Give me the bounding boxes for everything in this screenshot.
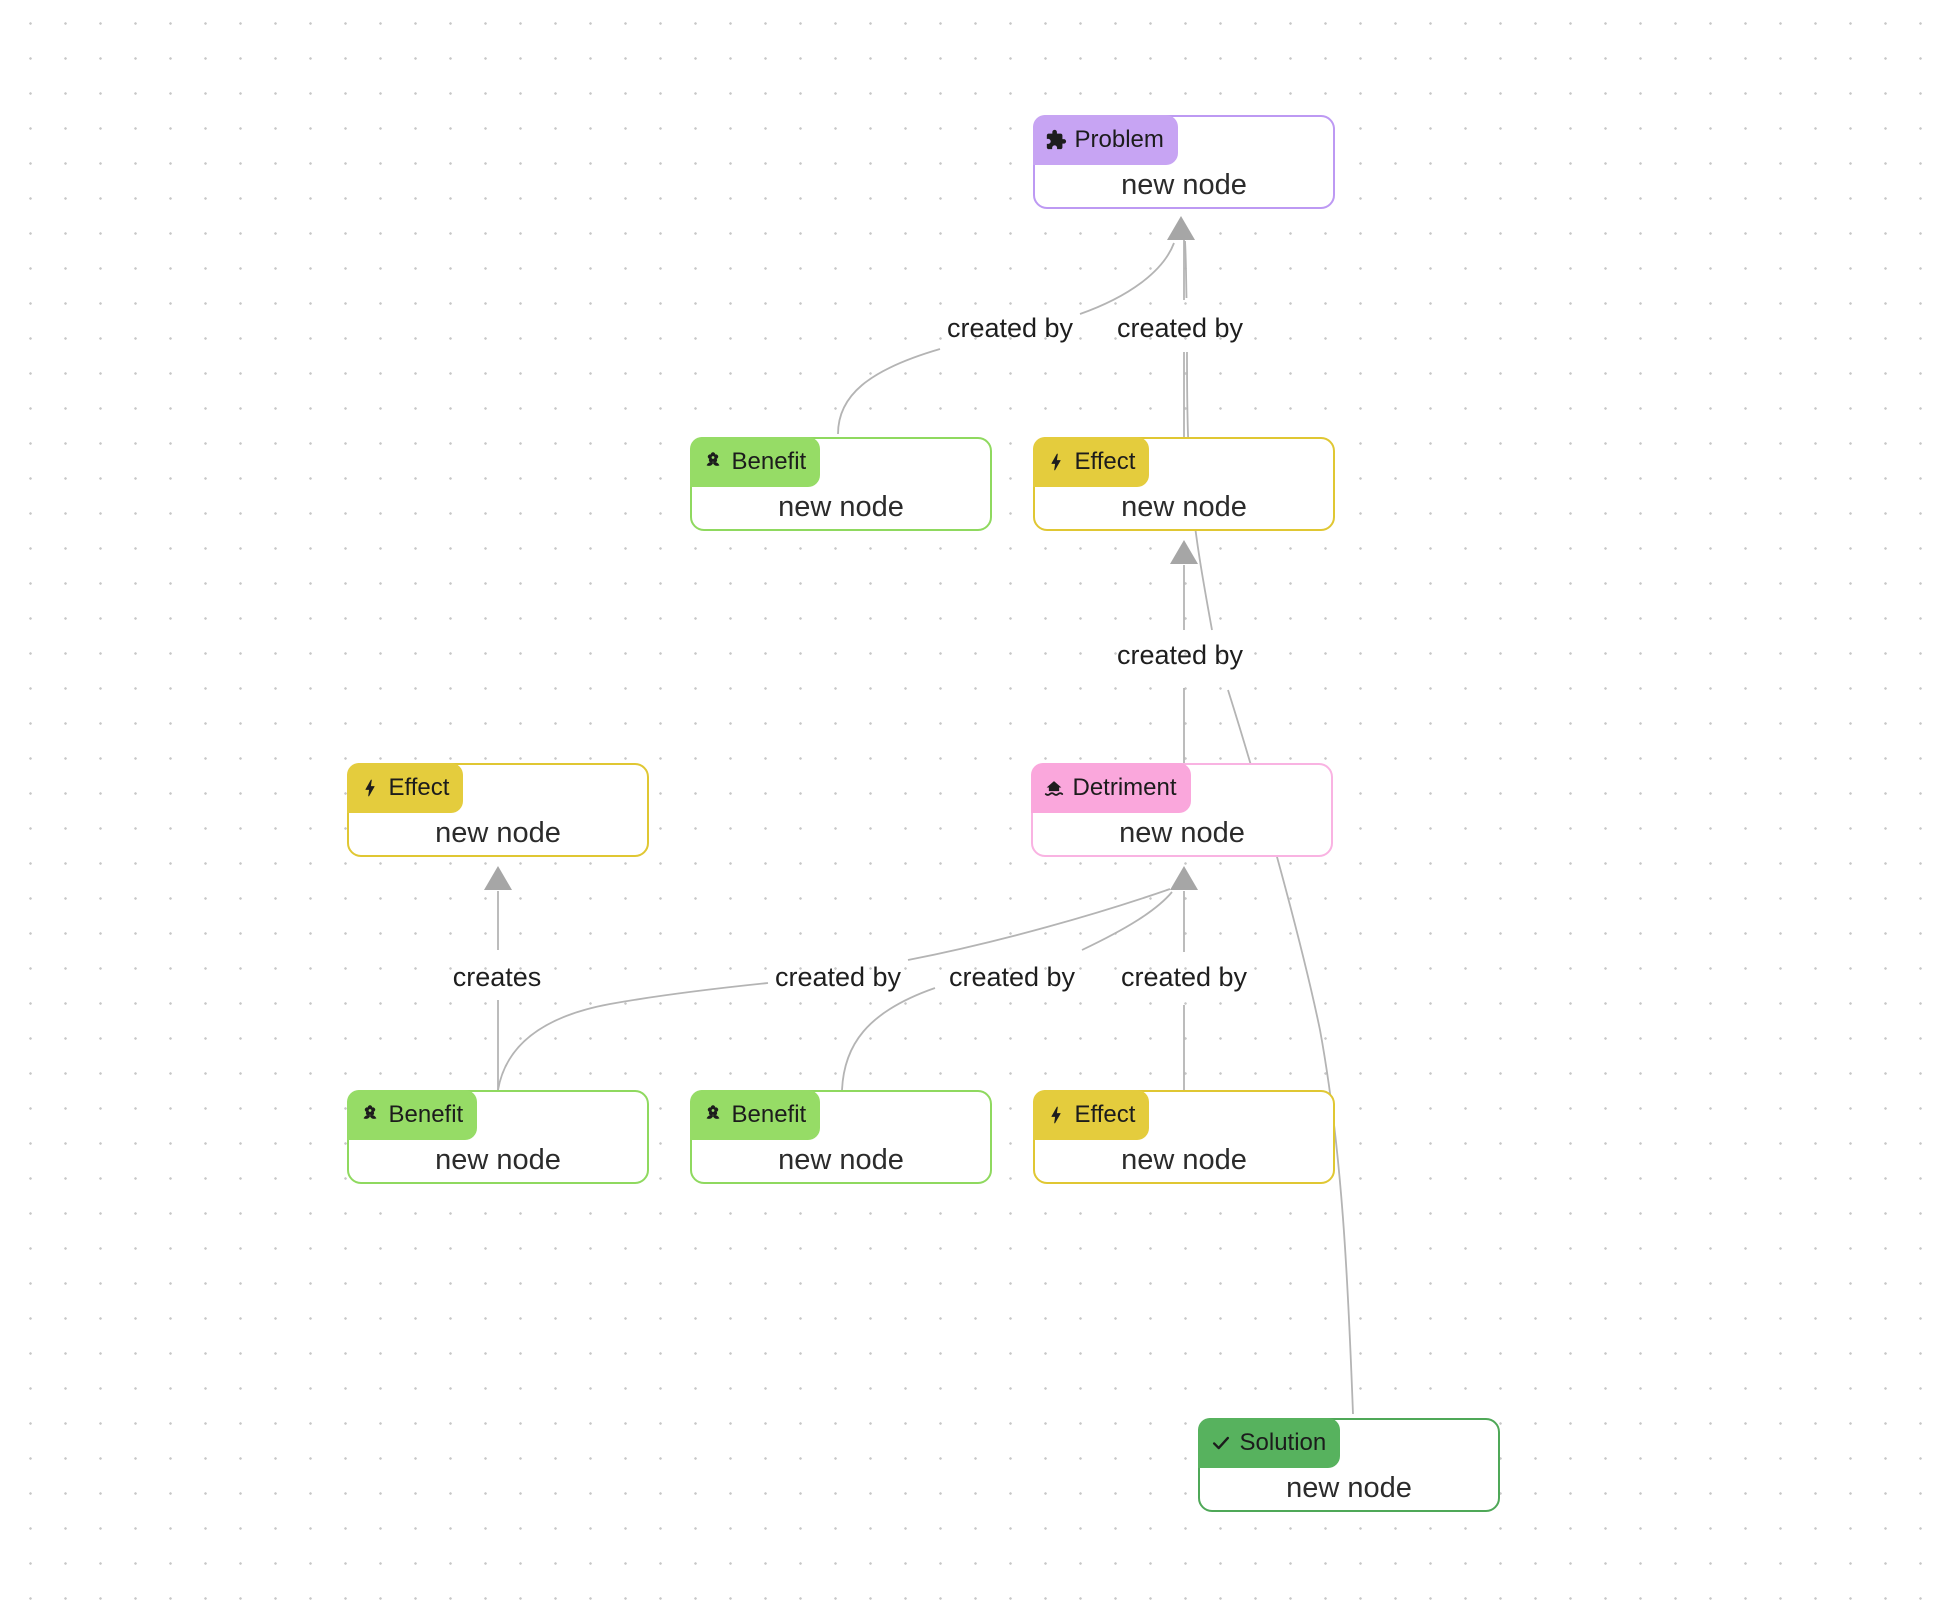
bolt-icon [359, 777, 381, 799]
node-title[interactable]: new node [435, 1143, 561, 1176]
arrowhead-into-effect-left [484, 866, 512, 890]
node-type-badge[interactable]: Benefit [689, 436, 821, 487]
node-type-badge[interactable]: Effect [1032, 1089, 1150, 1140]
edge-label[interactable]: created by [946, 312, 1074, 343]
badge-label: Benefit [731, 1100, 807, 1128]
edge-benefit-bottom-mid-to-detriment[interactable] [841, 891, 1173, 1091]
node-title[interactable]: new node [1286, 1471, 1412, 1504]
puzzle-icon [1045, 129, 1067, 151]
node-benefit-top[interactable]: Benefit new node [689, 436, 992, 531]
node-type-badge[interactable]: Problem [1032, 114, 1178, 165]
flood-icon [1043, 777, 1065, 799]
node-effect-bottom[interactable]: Effect new node [1032, 1089, 1335, 1184]
edge-label[interactable]: creates [452, 961, 542, 992]
node-detriment[interactable]: Detriment new node [1030, 762, 1333, 857]
node-benefit-bottom-mid[interactable]: Benefit new node [689, 1089, 992, 1184]
node-effect-left[interactable]: Effect new node [346, 762, 649, 857]
arrowhead-into-problem [1167, 216, 1195, 240]
badge-label: Benefit [388, 1100, 464, 1128]
edge-label[interactable]: created by [774, 961, 902, 992]
badge-label: Effect [1074, 447, 1136, 475]
node-title[interactable]: new node [1121, 490, 1247, 523]
edge-benefit-top-to-problem[interactable] [837, 242, 1175, 435]
node-title[interactable]: new node [1119, 816, 1245, 849]
node-title[interactable]: new node [1121, 168, 1247, 201]
arrowhead-into-detriment [1170, 866, 1198, 890]
node-type-badge[interactable]: Effect [1032, 436, 1150, 487]
node-title[interactable]: new node [778, 1143, 904, 1176]
badge-label: Solution [1239, 1428, 1327, 1456]
arrowhead-into-effect-top [1170, 540, 1198, 564]
badge-label: Effect [1074, 1100, 1136, 1128]
edge-label[interactable]: created by [1116, 312, 1244, 343]
check-icon [1210, 1432, 1232, 1454]
node-title[interactable]: new node [435, 816, 561, 849]
node-type-badge[interactable]: Solution [1197, 1417, 1341, 1468]
badge-label: Effect [388, 773, 450, 801]
node-type-badge[interactable]: Effect [346, 762, 464, 813]
badge-label: Problem [1074, 125, 1164, 153]
edge-benefit-bottom-left-to-detriment[interactable] [497, 888, 1171, 1091]
node-type-badge[interactable]: Detriment [1030, 762, 1191, 813]
bolt-icon [1045, 451, 1067, 473]
node-title[interactable]: new node [1121, 1143, 1247, 1176]
node-solution[interactable]: Solution new node [1197, 1417, 1500, 1512]
bolt-icon [1045, 1104, 1067, 1126]
node-type-badge[interactable]: Benefit [689, 1089, 821, 1140]
plant-icon [702, 451, 724, 473]
edge-label[interactable]: created by [1120, 961, 1248, 992]
plant-icon [702, 1104, 724, 1126]
plant-icon [359, 1104, 381, 1126]
node-benefit-bottom-left[interactable]: Benefit new node [346, 1089, 649, 1184]
badge-label: Benefit [731, 447, 807, 475]
node-type-badge[interactable]: Benefit [346, 1089, 478, 1140]
node-problem[interactable]: Problem new node [1032, 114, 1335, 209]
edge-label[interactable]: created by [1116, 639, 1244, 670]
node-effect-top[interactable]: Effect new node [1032, 436, 1335, 531]
edge-label[interactable]: created by [948, 961, 1076, 992]
badge-label: Detriment [1072, 773, 1177, 801]
node-title[interactable]: new node [778, 490, 904, 523]
